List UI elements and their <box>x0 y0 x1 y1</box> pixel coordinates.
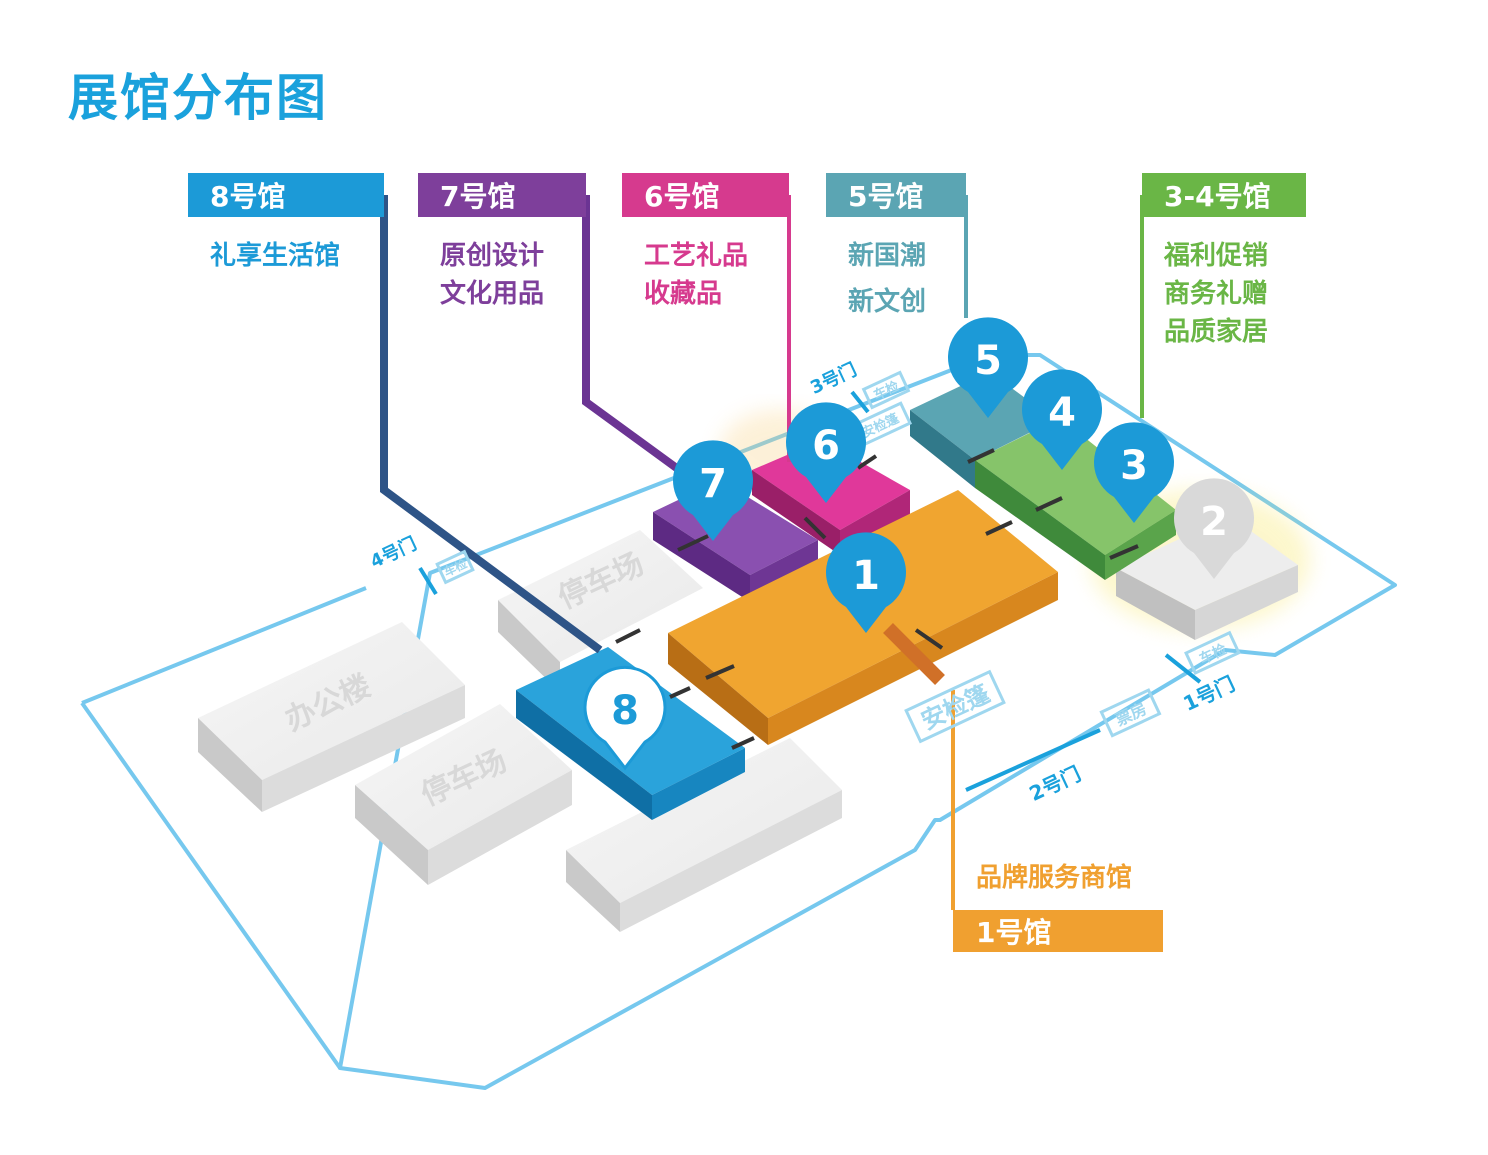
hall-tag-1-desc: 品牌服务商馆 <box>976 862 1132 893</box>
ticket-office-badge: 票房 <box>1099 688 1162 738</box>
door-arrows <box>615 448 1139 750</box>
pin-label: 4 <box>1048 390 1076 436</box>
parking-b: 停车场 <box>355 704 572 885</box>
hall-tag-1-title: 1号馆 <box>976 916 1051 949</box>
pin-label: 6 <box>812 423 840 469</box>
pin-1[interactable]: 1 <box>826 532 906 633</box>
hall-tag-desc: 礼享生活馆 <box>210 240 340 271</box>
hall-pins: 1 2 345 6 7 8 <box>583 317 1255 771</box>
pin-label: 5 <box>974 338 1002 384</box>
hall-tag-title: 3-4号馆 <box>1164 180 1271 213</box>
hall-tag-desc: 新文创 <box>848 286 926 317</box>
pin-6[interactable]: 6 <box>786 402 866 503</box>
pin-label: 8 <box>611 688 639 734</box>
hall-5-block <box>910 372 1055 488</box>
pin-label: 3 <box>1120 443 1148 489</box>
gate-1-label: 1号门 <box>1180 671 1239 716</box>
hall-tag-desc: 福利促销 <box>1163 241 1268 271</box>
gate-4-label: 4号门 <box>367 532 420 572</box>
pin-2[interactable]: 2 <box>1174 478 1255 579</box>
pin-7[interactable]: 7 <box>673 440 754 541</box>
pin-4[interactable]: 4 <box>1022 369 1102 470</box>
pin-8[interactable]: 8 <box>583 665 667 771</box>
pin-3[interactable]: 3 <box>1094 422 1174 523</box>
leader-lines <box>380 195 1144 910</box>
hall-tag-desc: 商务礼赠 <box>1164 278 1268 309</box>
hall-tag-title: 5号馆 <box>848 180 923 213</box>
hall-tag-title: 6号馆 <box>644 180 719 213</box>
gate-2-label: 2号门 <box>1026 761 1085 806</box>
hall-tag-title: 8号馆 <box>210 180 285 213</box>
hall-tag-1: 1号馆 品牌服务商馆 <box>953 862 1163 952</box>
site-outline <box>81 353 1397 1090</box>
page-title: 展馆分布图 <box>68 69 328 127</box>
hall-tag-desc: 品质家居 <box>1164 316 1268 347</box>
site-outline-west <box>80 701 342 1070</box>
south-building <box>566 738 842 932</box>
pin-label: 1 <box>852 553 880 599</box>
car-check-badge-1: 车检 <box>1184 630 1241 676</box>
security-tent-badge: 安检篷 <box>904 669 1006 744</box>
hall-tag-desc: 新国潮 <box>848 240 926 271</box>
hall-34-block <box>975 418 1176 580</box>
office-building: 办公楼 <box>198 622 465 812</box>
pin-label: 2 <box>1200 499 1228 545</box>
car-check-badge-4: 车检 <box>435 549 475 585</box>
hall-tag-title: 7号馆 <box>440 180 515 213</box>
pin-5[interactable]: 5 <box>948 317 1029 418</box>
hall-tag-desc: 收藏品 <box>644 279 722 309</box>
pin-label: 7 <box>699 461 727 507</box>
gate-arrows <box>418 390 1202 792</box>
hall-tag-desc: 工艺礼品 <box>644 240 748 271</box>
hall-tag-desc: 文化用品 <box>440 278 544 309</box>
hall-tag-desc: 原创设计 <box>440 241 544 271</box>
